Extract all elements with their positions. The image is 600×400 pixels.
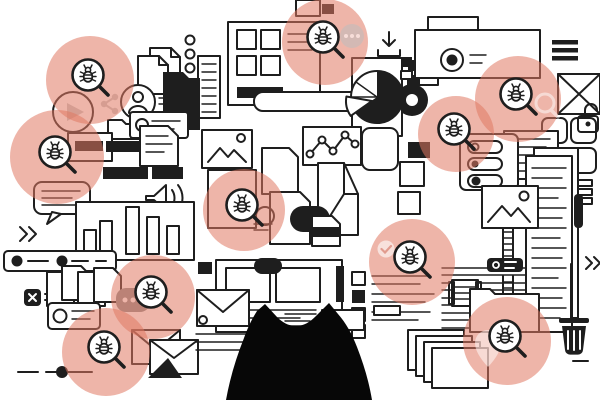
padlock-open-icon [577,103,599,133]
download-icon [377,31,401,57]
envelope-icon [557,73,600,115]
ghost-glyphs [340,24,560,367]
chevrons-right-icon [585,256,600,270]
search-ghost-icon [534,92,560,119]
trash-can-icon [559,263,589,362]
dark-chip [198,262,212,274]
bullet-dots [184,34,196,74]
toolbar-strip [3,250,117,285]
vinyl-disc [396,84,428,116]
hamburger-menu-icon [552,40,578,61]
dark-capsule [254,258,282,274]
black-cat-silhouette [226,303,372,400]
pie-chart [345,57,404,137]
zipper [487,227,523,313]
tall-document [525,147,583,333]
pen-icon [574,194,583,228]
line-art-collage [3,0,600,389]
lined-paper [197,55,221,119]
ellipsis-ghost-icon [340,24,364,48]
note-document [139,125,179,167]
node-graph-card [302,126,362,166]
image-card [201,129,253,169]
photo-card [481,185,539,229]
check-ghost-icon [377,240,395,258]
rounded-panel [361,127,399,171]
bug-marker-circles [10,0,561,396]
dark-bar-vertical [336,266,344,302]
document-pile [46,265,122,307]
envelope-front [195,289,253,351]
chevrons-left-icon [19,226,37,242]
